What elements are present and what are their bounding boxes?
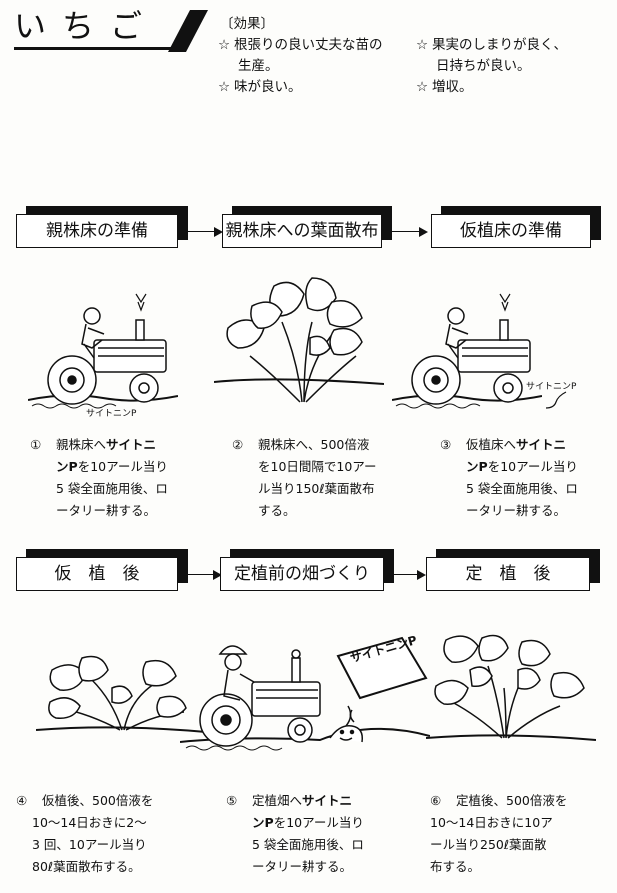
title-wedge-decoration [168, 10, 208, 52]
effect-line: 味が良い。 [234, 79, 302, 95]
effect-line: 根張りの良い丈夫な苗の [234, 37, 383, 53]
strawberry-plant-illustration [36, 655, 206, 733]
caption-text: ータリー耕する。 [466, 503, 567, 518]
caption-text: 親株床へ、500倍液 [258, 437, 370, 452]
effect-line: 果実のしまりが良く、 [432, 37, 567, 53]
caption-bold-text: ン [466, 459, 479, 474]
caption-text: ータリー耕する。 [252, 859, 353, 874]
caption-text: 80ℓ葉面散布する。 [32, 859, 141, 874]
arrow-right-icon [183, 226, 223, 238]
caption-text: 親株床へ [56, 437, 107, 452]
step-box-5: 定植前の畑づくり [220, 557, 384, 591]
caption-bold-text: サイトニ [302, 793, 353, 808]
caption-text: する。 [258, 503, 296, 518]
star-icon: ☆ [218, 37, 231, 53]
step-number: ① [30, 437, 42, 452]
effects-column-right: ☆ 果実のしまりが良く、 日持ちが良い。 ☆ 増収。 [416, 35, 611, 98]
caption-5: ⑤ 定植畑へサイトニ ンPを10アール当り 5 袋全面施用後、ロ ータリー耕する。 [226, 790, 406, 878]
star-icon: ☆ [416, 79, 429, 95]
arrow-right-icon [182, 569, 222, 581]
caption-text: を10日間隔で10アー [258, 459, 377, 474]
step-number: ⑤ [226, 793, 238, 808]
caption-text: 5 袋全面施用後、ロ [56, 481, 168, 496]
title-underline [14, 47, 172, 50]
caption-4: ④ 仮植後、500倍液を 10～14日おきに2～ 3 回、10アール当り 80ℓ葉… [16, 790, 196, 878]
caption-bold-text: P [478, 459, 488, 474]
step-box-3: 仮植床の準備 [431, 214, 591, 248]
caption-text: 3 回、10アール当り [32, 837, 147, 852]
step-box-2: 親株床への葉面散布 [222, 214, 382, 248]
effects-section: 〔効果〕 ☆ 根張りの良い丈夫な苗の 生産。 ☆ 味が良い。 ☆ 果実のしまりが… [218, 14, 613, 95]
caption-text: 10～14日おきに10ア [430, 815, 553, 830]
step-number: ③ [440, 437, 452, 452]
caption-bold-text: ン [56, 459, 69, 474]
caption-text: ル当り150ℓ葉面散布 [258, 481, 375, 496]
effects-column-left: ☆ 根張りの良い丈夫な苗の 生産。 ☆ 味が良い。 [218, 35, 418, 98]
strawberry-plant-illustration [214, 277, 384, 403]
caption-text: ータリー耕する。 [56, 503, 157, 518]
step-box-1: 親株床の準備 [16, 214, 178, 248]
caption-1: ① 親株床へサイトニ ンPを10アール当り 5 袋全面施用後、ロ ータリー耕する。 [30, 434, 200, 522]
step-number: ⑥ [430, 793, 442, 808]
effect-item: ☆ 根張りの良い丈夫な苗の 生産。 [218, 35, 418, 77]
tractor-with-fertilizer-bag-illustration [180, 636, 430, 751]
star-icon: ☆ [416, 37, 429, 53]
step-box-6: 定 植 後 [426, 557, 590, 591]
caption-text: 定植畑へ [252, 793, 303, 808]
step-box-4: 仮 植 後 [16, 557, 178, 591]
effects-heading: 〔効果〕 [220, 16, 274, 32]
caption-text: 布する。 [430, 859, 481, 874]
arrow-right-icon [388, 226, 428, 238]
step-number: ② [232, 437, 244, 452]
effect-line: 増収。 [432, 79, 473, 95]
caption-text: 10～14日おきに2～ [32, 815, 147, 830]
caption-3: ③ 仮植床へサイトニ ンPを10アール当り 5 袋全面施用後、ロ ータリー耕する。 [440, 434, 610, 522]
caption-bold-text: P [68, 459, 78, 474]
caption-6: ⑥ 定植後、500倍液を 10～14日おきに10ア ール当り250ℓ葉面散 布する… [430, 790, 610, 878]
caption-text: 5 袋全面施用後、ロ [466, 481, 578, 496]
caption-text: 定植後、500倍液を [456, 793, 568, 808]
caption-bold-text: サイトニ [516, 437, 567, 452]
caption-2: ② 親株床へ、500倍液 を10日間隔で10アー ル当り150ℓ葉面散布 する。 [232, 434, 402, 522]
effect-item: ☆ 果実のしまりが良く、 日持ちが良い。 [416, 35, 611, 77]
arrow-right-icon [386, 569, 426, 581]
effect-line: 生産。 [238, 58, 279, 74]
caption-text: ール当り250ℓ葉面散 [430, 837, 547, 852]
caption-text: 仮植床へ [466, 437, 517, 452]
effect-item: ☆ 増収。 [416, 77, 611, 98]
caption-text: を10アール当り [77, 459, 168, 474]
pointer-squiggle-icon [545, 391, 567, 409]
caption-bold-text: ン [252, 815, 265, 830]
step-number: ④ [16, 793, 28, 808]
tractor-illustration [392, 293, 542, 409]
caption-text: を10アール当り [487, 459, 578, 474]
page-title: いちご [14, 7, 159, 45]
strawberry-plant-illustration [426, 634, 596, 741]
caption-text: を10アール当り [273, 815, 364, 830]
effect-line: 日持ちが良い。 [436, 58, 531, 74]
star-icon: ☆ [218, 79, 231, 95]
tractor-illustration [28, 293, 178, 409]
caption-bold-text: P [264, 815, 274, 830]
caption-bold-text: サイトニ [106, 437, 157, 452]
caption-text: 仮植後、500倍液を [42, 793, 154, 808]
caption-text: 5 袋全面施用後、ロ [252, 837, 364, 852]
saitonin-p-label: サイトニンP [526, 382, 577, 392]
effect-item: ☆ 味が良い。 [218, 77, 418, 98]
saitonin-p-label: サイトニンP [86, 409, 137, 419]
